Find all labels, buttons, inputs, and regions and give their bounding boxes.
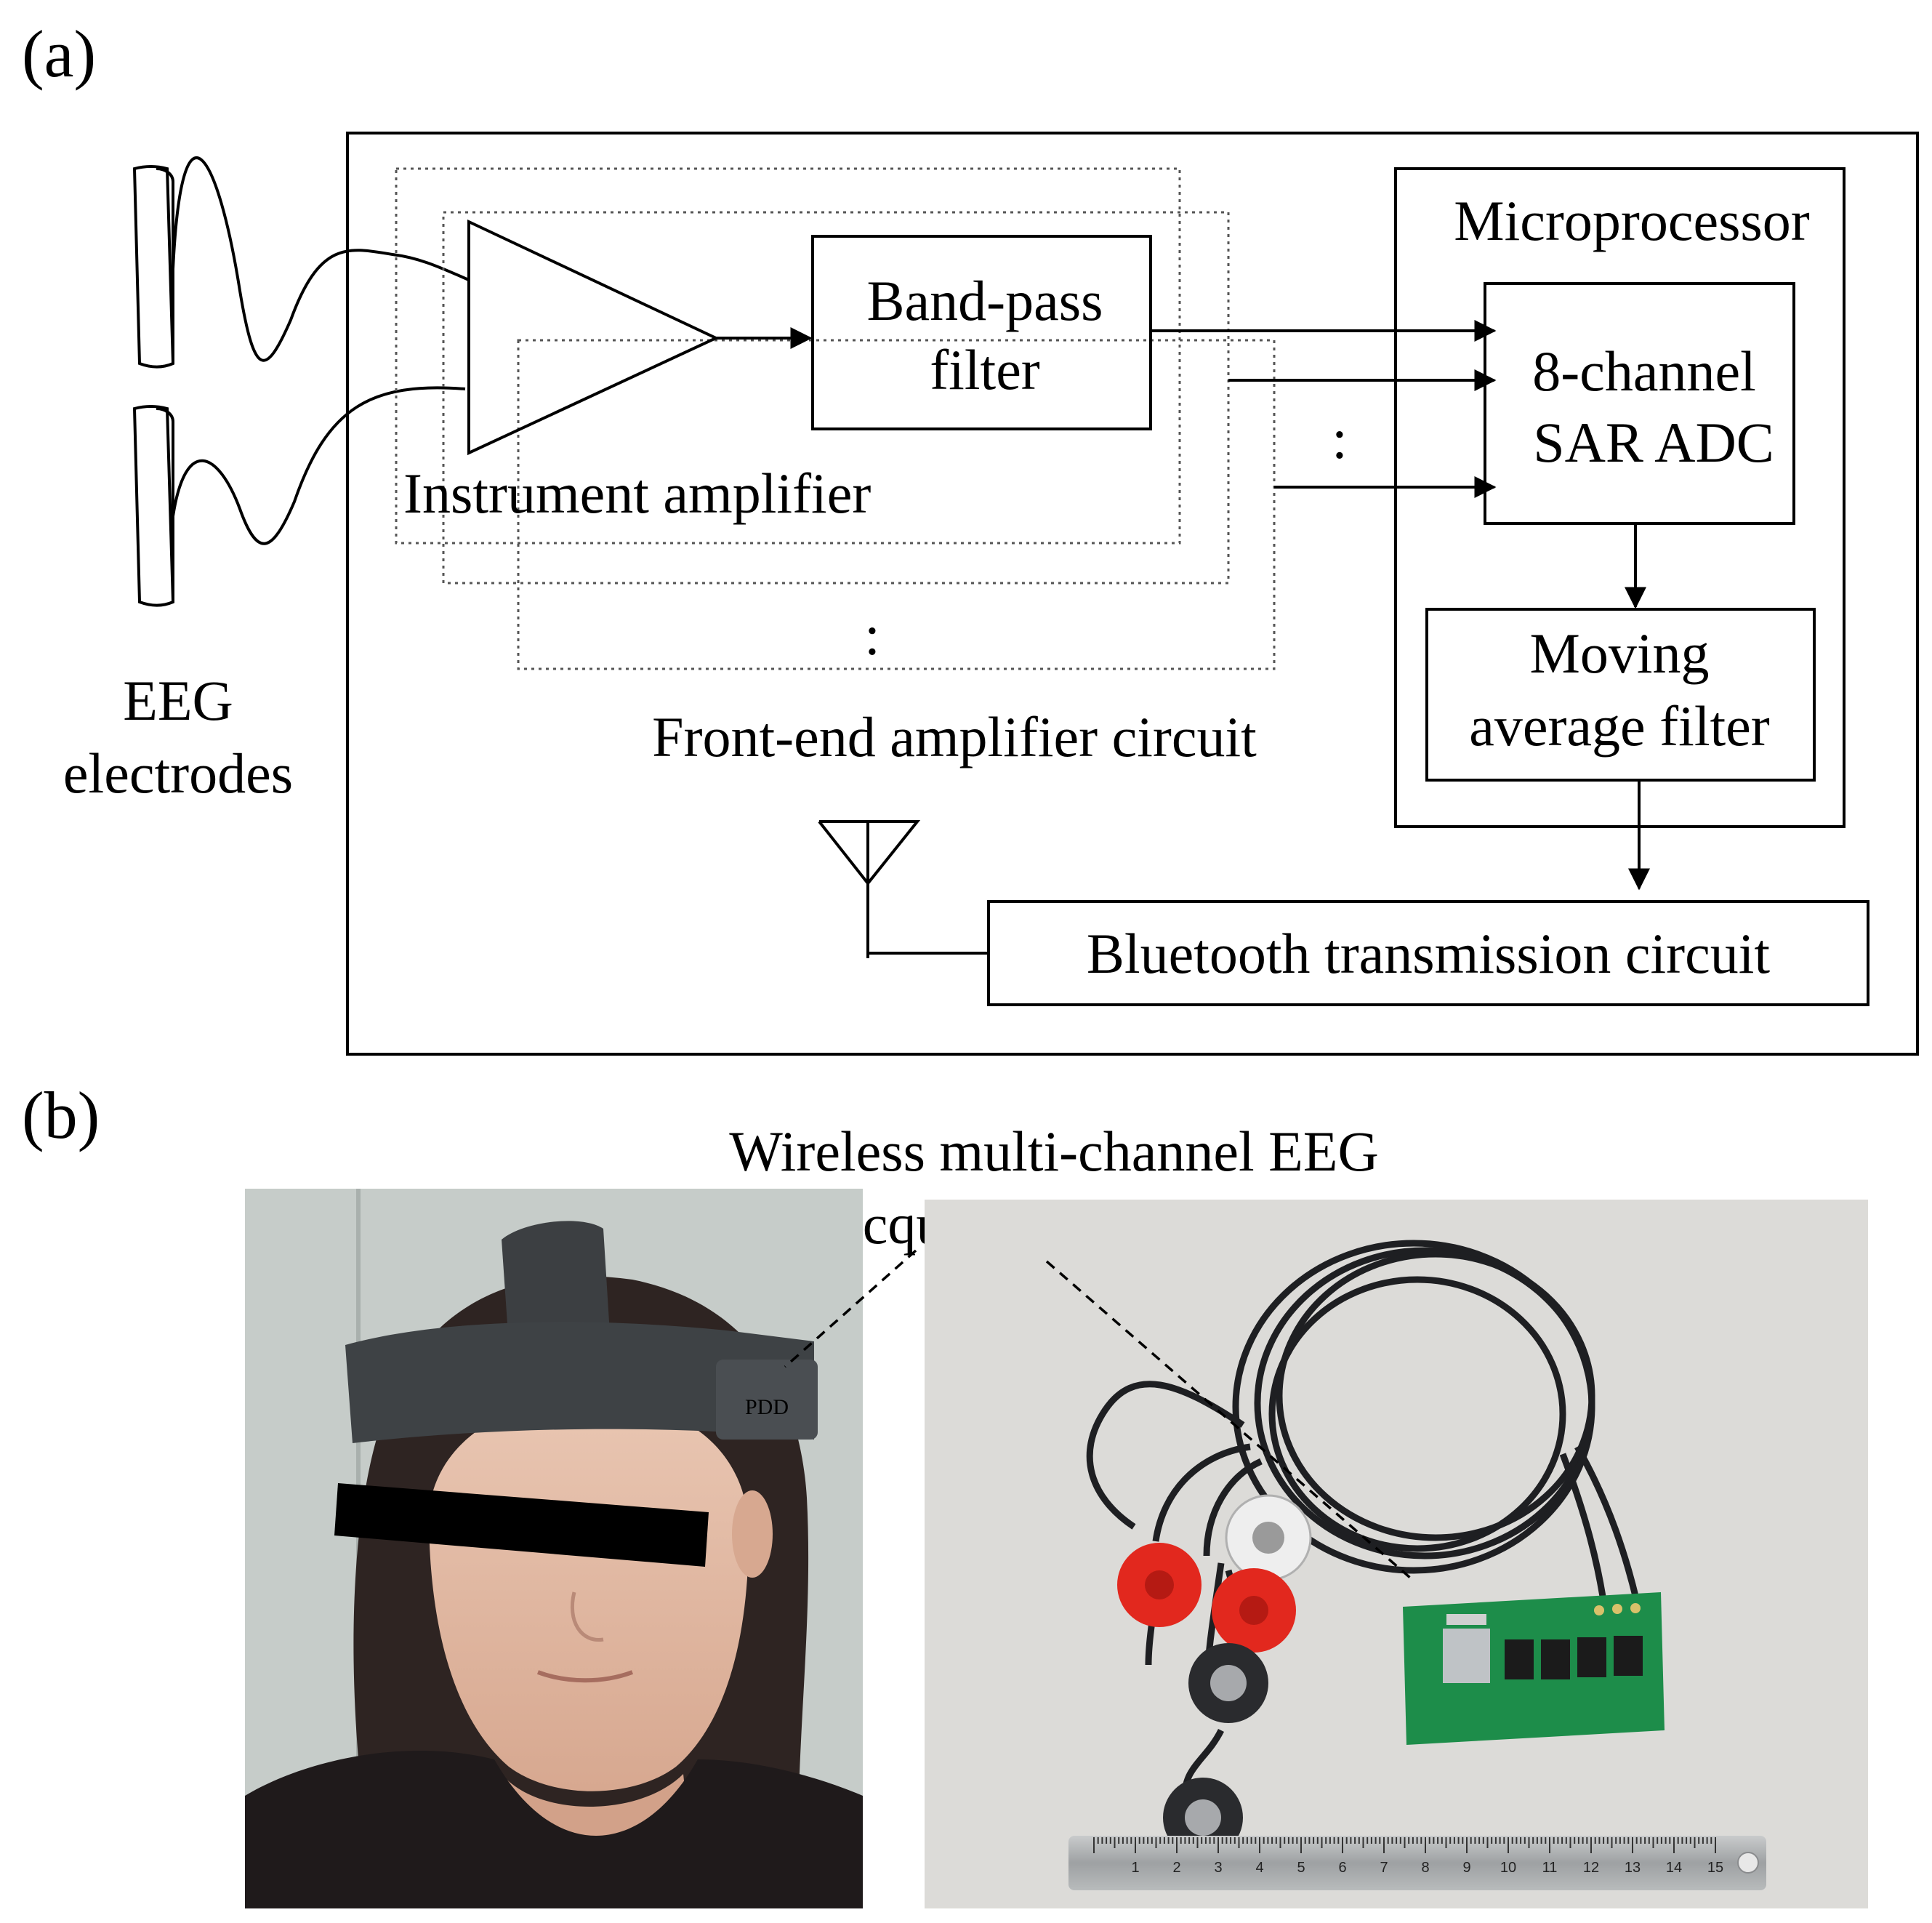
ruler-number: 1 — [1131, 1860, 1139, 1876]
antenna-icon — [818, 820, 989, 958]
eeg-electrodes-label-1: EEG — [123, 669, 233, 732]
caption-leader-left — [784, 1249, 917, 1368]
ruler-number: 8 — [1421, 1860, 1429, 1876]
electrode-wire-bottom — [172, 386, 466, 545]
headband-mark: PDD — [745, 1395, 789, 1419]
moving-average-label-1: Moving — [1529, 622, 1709, 685]
band-pass-filter-box — [811, 235, 1152, 430]
privacy-bar — [334, 1483, 709, 1567]
ruler-number: 4 — [1255, 1860, 1263, 1876]
eeg-electrode-bottom — [132, 405, 175, 607]
system-enclosure — [346, 132, 1919, 1056]
ruler-number: 7 — [1380, 1860, 1388, 1876]
panel-label-a: (a) — [22, 17, 96, 91]
microprocessor-block — [1394, 167, 1846, 828]
band-pass-label-2: filter — [930, 338, 1040, 401]
ruler-number: 13 — [1625, 1860, 1641, 1876]
microprocessor-label: Microprocessor — [1454, 189, 1810, 252]
band-pass-label-1: Band-pass — [867, 269, 1103, 332]
caption-leader-right — [1045, 1260, 1412, 1579]
adc-box — [1484, 282, 1795, 525]
snap-electrode-red-2 — [1212, 1568, 1296, 1653]
ruler-number: 10 — [1500, 1860, 1516, 1876]
ruler-number: 12 — [1583, 1860, 1599, 1876]
ruler-number: 11 — [1542, 1860, 1558, 1876]
panel-label-b: (b) — [22, 1078, 100, 1152]
channel-ellipsis-vertical: : — [864, 603, 880, 667]
adc-label-2: SAR ADC — [1533, 411, 1774, 474]
eeg-electrode-top — [132, 165, 175, 369]
ruler-number: 5 — [1297, 1860, 1305, 1876]
front-end-circuit-label: Front-end amplifier circuit — [652, 705, 1257, 768]
adc-input-ellipsis: : — [1332, 407, 1348, 470]
moving-average-label-2: average filter — [1469, 694, 1770, 758]
snap-electrode-black-1 — [1188, 1643, 1268, 1723]
module-caption-1: Wireless multi-channel EEG — [729, 1120, 1379, 1183]
adc-label-1: 8-channel — [1532, 340, 1756, 403]
snap-electrode-white — [1225, 1494, 1312, 1581]
electrode-wire-top — [172, 156, 470, 362]
instrument-amplifier-label: Instrument amplifier — [403, 462, 871, 525]
moving-average-box — [1425, 608, 1816, 782]
ruler-number: 14 — [1666, 1860, 1682, 1876]
ruler-number: 6 — [1338, 1860, 1346, 1876]
ruler-number: 9 — [1462, 1860, 1470, 1876]
ruler-number: 3 — [1214, 1860, 1222, 1876]
ruler-number: 15 — [1707, 1860, 1723, 1876]
bluetooth-label: Bluetooth transmission circuit — [1087, 922, 1771, 985]
front-end-channel-1 — [395, 167, 1181, 545]
channel-box-3 — [517, 339, 1276, 670]
headband-module — [716, 1360, 818, 1440]
photo-subject-headband: PDD — [245, 1189, 863, 1908]
acquisition-circuit-board — [1403, 1592, 1665, 1745]
snap-electrode-red-1 — [1117, 1543, 1202, 1627]
instrument-amplifier-symbol — [467, 219, 720, 456]
eeg-electrodes-label-2: electrodes — [63, 742, 293, 805]
ruler-number: 2 — [1172, 1860, 1180, 1876]
channel-box-2 — [442, 211, 1230, 585]
